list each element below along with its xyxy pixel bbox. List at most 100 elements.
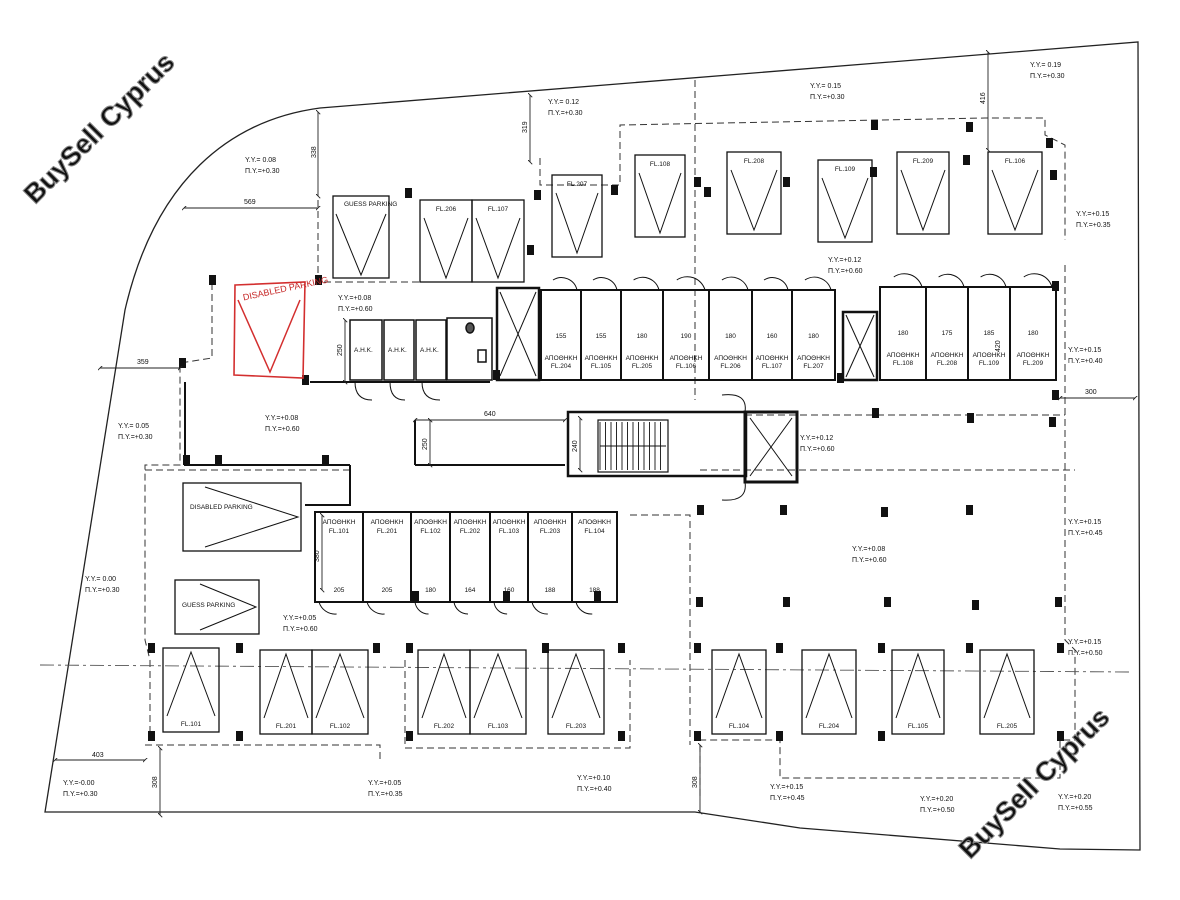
column-pillar bbox=[1050, 170, 1057, 180]
dim-338: 338 bbox=[311, 146, 318, 158]
parking-space-top: FL.107 bbox=[471, 199, 525, 283]
parking-space-top: FL.109 bbox=[817, 159, 873, 243]
column-pillar bbox=[694, 177, 701, 187]
level-annotation-yy: Y.Y.= 0.19 bbox=[1030, 62, 1061, 69]
column-pillar bbox=[322, 455, 329, 465]
storage-name: ΑΠΟΘΗΚΗ bbox=[931, 352, 964, 359]
column-pillar bbox=[209, 275, 216, 285]
parking-space-label: FL.106 bbox=[1005, 158, 1026, 165]
parking-space-bottom: FL.104 bbox=[711, 649, 767, 735]
storage-width: 180 bbox=[725, 333, 736, 340]
dim-250-a: 250 bbox=[337, 344, 344, 356]
dimension-labels: 338 569 319 416 359 250 640 250 240 300 … bbox=[92, 92, 1097, 788]
column-pillar bbox=[776, 731, 783, 741]
parking-space-label: FL.208 bbox=[744, 158, 765, 165]
column-pillar bbox=[215, 455, 222, 465]
storage-width: 205 bbox=[334, 587, 345, 594]
zone-outlines bbox=[144, 80, 1076, 800]
parking-space-label: FL.108 bbox=[650, 161, 671, 168]
parking-space-label: FL.209 bbox=[913, 158, 934, 165]
storage-name: ΑΠΟΘΗΚΗ bbox=[371, 519, 404, 526]
storage-fl: FL.105 bbox=[591, 363, 612, 370]
storage-width: 160 bbox=[504, 587, 515, 594]
column-pillar bbox=[179, 358, 186, 368]
level-annotation-py: Π.Y.=+0.30 bbox=[63, 791, 98, 798]
column-pillar bbox=[405, 188, 412, 198]
level-annotation-py: Π.Y.=+0.45 bbox=[770, 795, 805, 802]
column-pillar bbox=[837, 373, 844, 383]
column-pillar bbox=[236, 731, 243, 741]
column-pillar bbox=[694, 731, 701, 741]
level-annotation-py: Π.Y.=+0.60 bbox=[852, 557, 887, 564]
site-boundary bbox=[44, 41, 1141, 851]
storage-fl: FL.102 bbox=[420, 528, 441, 535]
guess-parking-label-lower: GUESS PARKING bbox=[182, 602, 235, 609]
level-annotation-py: Π.Y.=+0.60 bbox=[828, 268, 863, 275]
column-pillar bbox=[967, 413, 974, 423]
level-annotation-py: Π.Y.=+0.40 bbox=[1068, 358, 1103, 365]
storage-fl: FL.204 bbox=[551, 363, 572, 370]
storage-name: ΑΠΟΘΗΚΗ bbox=[714, 355, 747, 362]
level-annotation-yy: Y.Y.=+0.20 bbox=[920, 796, 953, 803]
storage-width: 185 bbox=[984, 330, 995, 337]
storage-width: 155 bbox=[556, 333, 567, 340]
level-annotation-yy: Y.Y.=+0.08 bbox=[852, 546, 885, 553]
column-pillar bbox=[696, 597, 703, 607]
parking-space-label: FL.201 bbox=[276, 723, 297, 730]
parking-space-bottom: FL.201 bbox=[259, 649, 313, 735]
column-pillar bbox=[884, 597, 891, 607]
level-annotation-yy: Y.Y.=+0.12 bbox=[828, 257, 861, 264]
column-pillar bbox=[878, 731, 885, 741]
level-annotation-yy: Y.Y.=-0.00 bbox=[63, 780, 95, 787]
storage-fl: FL.206 bbox=[720, 363, 741, 370]
parking-space-bottom: FL.102 bbox=[311, 649, 369, 735]
guess-parking-top: GUESS PARKING bbox=[332, 195, 397, 279]
storage-fl: FL.208 bbox=[937, 360, 958, 367]
level-annotation-yy: Y.Y.=+0.05 bbox=[368, 780, 401, 787]
column-pillar bbox=[694, 643, 701, 653]
level-annotation-py: Π.Y.=+0.40 bbox=[577, 786, 612, 793]
storage-width: 180 bbox=[1028, 330, 1039, 337]
level-annotation-py: Π.Y.=+0.30 bbox=[85, 587, 120, 594]
column-pillar bbox=[1049, 417, 1056, 427]
column-pillar bbox=[183, 455, 190, 465]
dimension-lines bbox=[55, 52, 1135, 815]
column-pillar bbox=[704, 187, 711, 197]
storage-name: ΑΠΟΘΗΚΗ bbox=[973, 352, 1006, 359]
parking-space-label: FL.203 bbox=[566, 723, 587, 730]
level-annotation-yy: Y.Y.=+0.15 bbox=[1068, 347, 1101, 354]
storage-name: ΑΠΟΘΗΚΗ bbox=[454, 519, 487, 526]
column-pillar bbox=[1052, 390, 1059, 400]
column-pillar bbox=[966, 643, 973, 653]
storage-fl: FL.107 bbox=[762, 363, 783, 370]
disabled-parking-space: DISABLED PARKING bbox=[182, 482, 302, 552]
level-annotation-yy: Y.Y.=+0.15 bbox=[1068, 639, 1101, 646]
storage-name: ΑΠΟΘΗΚΗ bbox=[756, 355, 789, 362]
level-annotation-py: Π.Y.=+0.60 bbox=[800, 446, 835, 453]
column-pillar bbox=[780, 505, 787, 515]
column-pillar bbox=[148, 731, 155, 741]
parking-space-top: FL.207 bbox=[551, 174, 603, 258]
storage-width: 164 bbox=[465, 587, 476, 594]
guess-parking-lower: GUESS PARKING bbox=[174, 579, 260, 635]
parking-space-label: FL.104 bbox=[729, 723, 750, 730]
column-pillar bbox=[697, 505, 704, 515]
shaft bbox=[495, 286, 879, 382]
column-pillar bbox=[493, 370, 500, 380]
storage-width: 180 bbox=[637, 333, 648, 340]
column-pillar bbox=[1052, 281, 1059, 291]
parking-space-bottom: FL.105 bbox=[891, 649, 945, 735]
storage-fl: FL.207 bbox=[803, 363, 824, 370]
handwritten-disabled-parking: DISABLED PARKING bbox=[233, 275, 329, 379]
column-pillar bbox=[776, 643, 783, 653]
dim-250-b: 250 bbox=[422, 438, 429, 450]
parking-space-bottom: FL.204 bbox=[801, 649, 857, 735]
column-pillar bbox=[542, 643, 549, 653]
level-annotation-yy: Y.Y.=+0.15 bbox=[1068, 519, 1101, 526]
